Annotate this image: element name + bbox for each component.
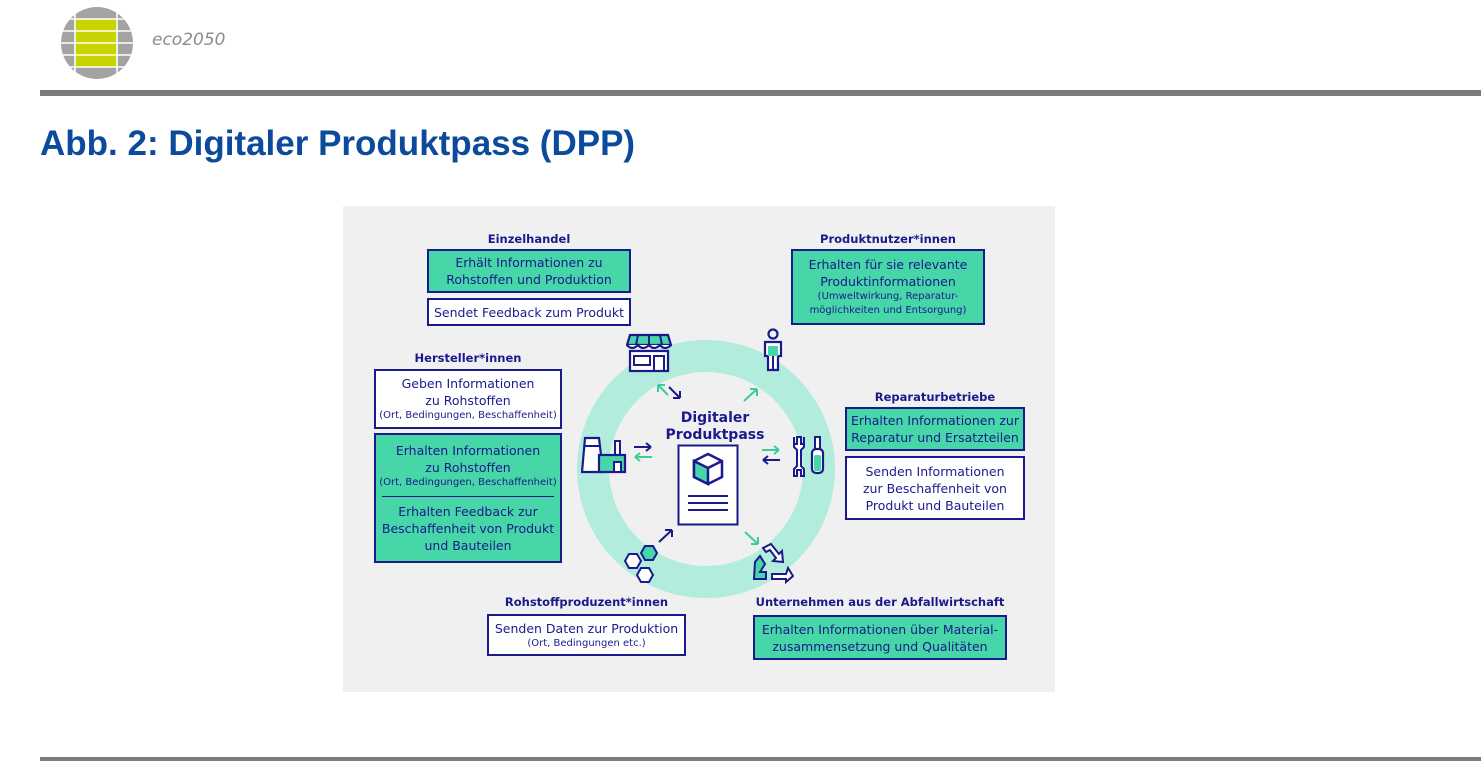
box-subtext: (Ort, Bedingungen, Beschaffenheit) bbox=[379, 477, 557, 488]
actor-label-einzelhandel: Einzelhandel bbox=[487, 232, 571, 246]
box-text: Produkt und Bauteilen bbox=[865, 497, 1005, 513]
document-with-cube-icon bbox=[677, 444, 739, 526]
brand-name: eco2050 bbox=[152, 30, 226, 50]
box-text: Erhalten Feedback zur bbox=[398, 504, 538, 519]
box-text: Produktinformationen bbox=[820, 274, 956, 289]
arrow-to-abfall-icon bbox=[744, 531, 759, 545]
box-text: Sendet Feedback zum Produkt bbox=[433, 304, 624, 320]
hexagon-cluster-icon bbox=[623, 545, 659, 583]
box-subtext: (Umweltwirkung, Reparatur- bbox=[817, 291, 959, 302]
center-label-line: Produktpass bbox=[665, 427, 765, 443]
box-text: Senden Informationen bbox=[865, 463, 1005, 479]
header-divider bbox=[40, 90, 1481, 96]
box-text: Geben Informationen bbox=[401, 376, 535, 391]
box-text: Beschaffenheit von Produkt bbox=[381, 521, 555, 536]
footer-divider bbox=[40, 757, 1481, 761]
factory-icon bbox=[581, 436, 627, 474]
box-text: zu Rohstoffen bbox=[425, 393, 511, 408]
box-subtext: (Ort, Bedingungen, Beschaffenheit) bbox=[379, 410, 557, 421]
box-text: und Bauteilen bbox=[424, 538, 512, 553]
actor-label-hersteller: Hersteller*innen bbox=[414, 351, 522, 365]
info-box-reparatur-receives: Erhalten Informationen zur Reparatur und… bbox=[845, 407, 1025, 451]
box-text: Erhalten Informationen über Material- bbox=[761, 621, 999, 637]
storefront-icon bbox=[626, 333, 672, 373]
info-box-hersteller-gives: Geben Informationen zu Rohstoffen (Ort, … bbox=[374, 369, 562, 429]
recycling-icon bbox=[752, 542, 794, 584]
actor-label-reparaturbetriebe: Reparaturbetriebe bbox=[874, 390, 996, 404]
exchange-arrows-einzelhandel-icon bbox=[657, 384, 681, 399]
info-box-rohstoff-sends: Senden Daten zur Produktion (Ort, Beding… bbox=[487, 614, 686, 656]
wrench-screwdriver-icon bbox=[793, 436, 825, 477]
box-text: Erhalten für sie relevante bbox=[808, 257, 968, 272]
actor-label-produktnutzer: Produktnutzer*innen bbox=[820, 232, 956, 246]
box-subtext: (Ort, Bedingungen etc.) bbox=[527, 637, 646, 649]
info-box-hersteller-receives: Erhalten Informationen zu Rohstoffen (Or… bbox=[374, 433, 562, 563]
info-box-einzelhandel-receives: Erhält Informationen zu Rohstoffen und P… bbox=[427, 249, 631, 293]
box-text: Erhalten Informationen bbox=[395, 443, 541, 458]
box-text: zusammensetzung und Qualitäten bbox=[772, 638, 988, 654]
arrow-to-produktnutzer-icon bbox=[743, 388, 758, 402]
center-label: Digitaler Produktpass bbox=[660, 410, 770, 444]
box-subtext: möglichkeiten und Entsorgung) bbox=[809, 305, 967, 316]
arrow-from-rohstoff-icon bbox=[658, 529, 673, 543]
box-divider bbox=[382, 496, 554, 497]
page-title: Abb. 2: Digitaler Produktpass (DPP) bbox=[40, 124, 636, 163]
exchange-arrows-reparatur-icon bbox=[762, 445, 780, 465]
box-text: Erhalten Informationen zur bbox=[851, 413, 1019, 428]
globe-grid-logo-icon bbox=[61, 7, 133, 79]
actor-label-rohstoffproduzent: Rohstoffproduzent*innen bbox=[504, 595, 669, 609]
box-text: Rohstoffen und Produktion bbox=[446, 272, 612, 287]
box-text: Erhält Informationen zu bbox=[455, 255, 603, 270]
info-box-abfall-receives: Erhalten Informationen über Material- zu… bbox=[753, 615, 1007, 660]
actor-label-abfallwirtschaft: Unternehmen aus der Abfallwirtschaft bbox=[755, 595, 1005, 609]
center-label-line: Digitaler bbox=[680, 410, 750, 426]
box-text: Reparatur und Ersatzteilen bbox=[851, 430, 1019, 445]
box-text: zur Beschaffenheit von bbox=[863, 480, 1007, 496]
person-icon bbox=[763, 328, 783, 372]
exchange-arrows-hersteller-icon bbox=[634, 442, 652, 462]
info-box-reparatur-sends: Senden Informationen zur Beschaffenheit … bbox=[845, 456, 1025, 520]
info-box-einzelhandel-sends: Sendet Feedback zum Produkt bbox=[427, 298, 631, 326]
box-text: Senden Daten zur Produktion bbox=[494, 620, 679, 636]
box-text: zu Rohstoffen bbox=[425, 460, 511, 475]
info-box-produktnutzer-receives: Erhalten für sie relevante Produktinform… bbox=[791, 249, 985, 325]
